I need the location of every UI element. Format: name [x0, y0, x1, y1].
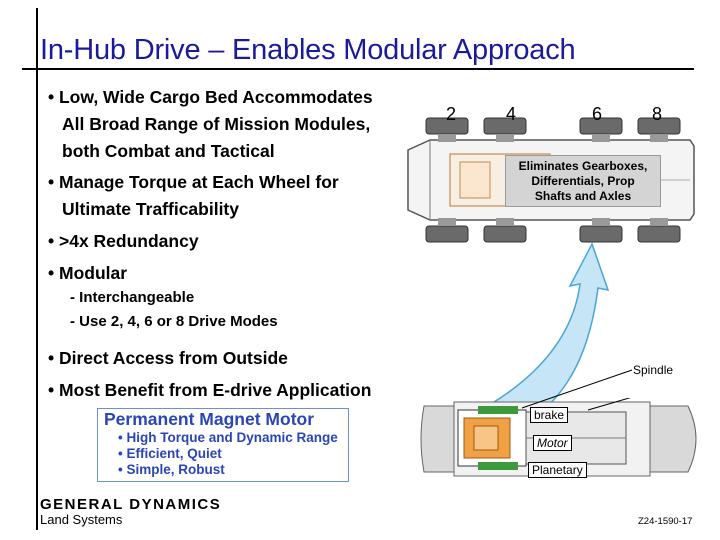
hub-motor: [592, 218, 610, 226]
spindle-label: Spindle: [633, 363, 674, 377]
bullet-cargo-bed: • Low, Wide Cargo Bed Accommodates All B…: [48, 84, 373, 165]
hub-motor: [438, 218, 456, 226]
hub-motor: [496, 218, 514, 226]
bullet-line: • Low, Wide Cargo Bed Accommodates: [48, 87, 373, 107]
axle-label-8: 8: [652, 104, 663, 124]
motor-feature: • High Torque and Dynamic Range: [118, 430, 338, 445]
company-logo-text: GENERAL DYNAMICS: [40, 496, 222, 513]
motor-callout-box: [97, 408, 349, 482]
title-underline: [22, 68, 694, 70]
bullet-line: All Broad Range of Mission Modules,: [62, 114, 371, 134]
tire-left: [420, 405, 455, 473]
brake-element: [478, 406, 518, 414]
hub-motor: [496, 134, 514, 142]
eliminates-callout: Eliminates Gearboxes, Differentials, Pro…: [505, 155, 661, 207]
bullet-modular: • Modular: [48, 263, 128, 283]
sub-interchangeable: - Interchangeable: [70, 289, 195, 306]
wheel-4-right: [637, 225, 681, 243]
axle-label-4: 4: [506, 104, 517, 124]
spindle-leader: [587, 398, 631, 411]
sub-drive-modes: - Use 2, 4, 6 or 8 Drive Modes: [70, 313, 278, 330]
bullet-redundancy: • >4x Redundancy: [48, 231, 199, 251]
tire-right: [647, 405, 697, 473]
motor-feature: • Efficient, Quiet: [118, 446, 222, 461]
engine-block: [459, 161, 491, 199]
brake-element: [478, 462, 518, 470]
hub-motor: [650, 134, 668, 142]
bullet-line: • Manage Torque at Each Wheel for: [48, 172, 339, 192]
hub-motor: [438, 134, 456, 142]
motor-rotor: [473, 425, 499, 451]
slide-code: Z24-1590-17: [638, 516, 693, 527]
bullet-line: both Combat and Tactical: [62, 141, 275, 161]
motor-label: Motor: [533, 435, 572, 451]
spindle-leader-line: [521, 369, 633, 409]
axle-label-2: 2: [446, 104, 457, 124]
bullet-e-drive: • Most Benefit from E-drive Application: [48, 380, 372, 400]
planetary-label: Planetary: [528, 462, 587, 478]
spindle-pointer: [521, 369, 633, 409]
brake-label: brake: [530, 407, 569, 423]
slide-title: In-Hub Drive – Enables Modular Approach: [40, 34, 576, 66]
bullet-direct-access: • Direct Access from Outside: [48, 348, 288, 368]
eliminates-line: Eliminates Gearboxes,: [518, 159, 648, 173]
bullet-line: Ultimate Trafficability: [62, 199, 239, 219]
motor-callout-title: Permanent Magnet Motor: [104, 409, 315, 429]
hub-motor: [592, 134, 610, 142]
eliminates-line: Shafts and Axles: [534, 189, 632, 203]
motor-feature: • Simple, Robust: [118, 462, 225, 477]
axle-label-6: 6: [592, 104, 603, 124]
left-rule: [36, 8, 38, 530]
hub-motor: [650, 218, 668, 226]
bullet-torque: • Manage Torque at Each Wheel for Ultima…: [48, 169, 339, 223]
company-division: Land Systems: [40, 512, 123, 527]
wheel-2-left: [483, 117, 527, 135]
eliminates-line: Differentials, Prop: [531, 174, 635, 188]
